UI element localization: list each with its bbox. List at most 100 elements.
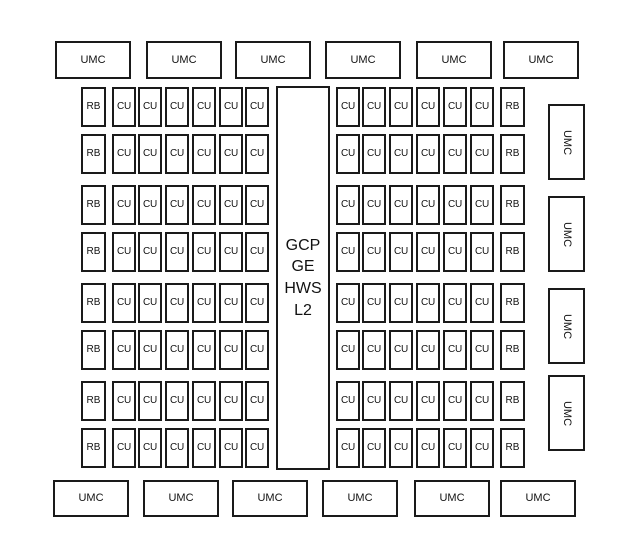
cu-right-r1-c5: CU <box>443 87 467 127</box>
umc-top-3: UMC <box>235 41 311 79</box>
cu-left-r7-c4: CU <box>192 381 216 421</box>
rb-right-row-3: RB <box>500 185 525 225</box>
rb-right-row-6: RB <box>500 330 525 370</box>
cu-right-r4-c4: CU <box>416 232 440 272</box>
umc-bottom-6: UMC <box>500 480 576 517</box>
cu-right-r8-c4: CU <box>416 428 440 468</box>
cu-left-r3-c6: CU <box>245 185 269 225</box>
cu-left-r2-c4: CU <box>192 134 216 174</box>
rb-left-row-2: RB <box>81 134 106 174</box>
cu-right-r3-c4: CU <box>416 185 440 225</box>
cu-right-r6-c3: CU <box>389 330 413 370</box>
cu-right-r1-c4: CU <box>416 87 440 127</box>
rb-left-row-7: RB <box>81 381 106 421</box>
cu-right-r2-c2: CU <box>362 134 386 174</box>
rb-right-row-8: RB <box>500 428 525 468</box>
cu-right-r4-c3: CU <box>389 232 413 272</box>
umc-right-3-label: UMC <box>561 313 573 339</box>
cu-right-r5-c3: CU <box>389 283 413 323</box>
cu-left-r8-c2: CU <box>138 428 162 468</box>
cu-left-r3-c4: CU <box>192 185 216 225</box>
umc-bottom-4: UMC <box>322 480 398 517</box>
cu-right-r5-c2: CU <box>362 283 386 323</box>
umc-top-4: UMC <box>325 41 401 79</box>
cu-right-r7-c1: CU <box>336 381 360 421</box>
cu-left-r2-c2: CU <box>138 134 162 174</box>
cu-left-r6-c4: CU <box>192 330 216 370</box>
cu-right-r1-c1: CU <box>336 87 360 127</box>
cu-left-r1-c1: CU <box>112 87 136 127</box>
rb-left-row-3: RB <box>81 185 106 225</box>
center-label-gcp: GCP <box>285 236 321 254</box>
cu-right-r2-c4: CU <box>416 134 440 174</box>
cu-left-r3-c5: CU <box>219 185 243 225</box>
cu-left-r2-c5: CU <box>219 134 243 174</box>
umc-right-1-label: UMC <box>561 129 573 155</box>
rb-left-row-5: RB <box>81 283 106 323</box>
cu-right-r8-c3: CU <box>389 428 413 468</box>
cu-left-r1-c6: CU <box>245 87 269 127</box>
cu-left-r7-c6: CU <box>245 381 269 421</box>
cu-left-r7-c5: CU <box>219 381 243 421</box>
cu-left-r2-c6: CU <box>245 134 269 174</box>
umc-right-2: UMC <box>548 196 585 272</box>
cu-left-r8-c4: CU <box>192 428 216 468</box>
umc-right-4-label: UMC <box>561 400 573 426</box>
cu-left-r3-c2: CU <box>138 185 162 225</box>
cu-right-r6-c4: CU <box>416 330 440 370</box>
cu-right-r3-c2: CU <box>362 185 386 225</box>
cu-right-r8-c6: CU <box>470 428 494 468</box>
cu-right-r5-c5: CU <box>443 283 467 323</box>
cu-right-r3-c3: CU <box>389 185 413 225</box>
cu-left-r6-c6: CU <box>245 330 269 370</box>
cu-left-r6-c3: CU <box>165 330 189 370</box>
cu-left-r5-c1: CU <box>112 283 136 323</box>
cu-right-r6-c6: CU <box>470 330 494 370</box>
cu-right-r8-c5: CU <box>443 428 467 468</box>
cu-left-r5-c6: CU <box>245 283 269 323</box>
cu-left-r5-c5: CU <box>219 283 243 323</box>
cu-left-r2-c3: CU <box>165 134 189 174</box>
cu-right-r7-c4: CU <box>416 381 440 421</box>
cu-right-r7-c2: CU <box>362 381 386 421</box>
umc-right-2-label: UMC <box>561 221 573 247</box>
umc-top-6: UMC <box>503 41 579 79</box>
cu-left-r3-c3: CU <box>165 185 189 225</box>
rb-right-row-1: RB <box>500 87 525 127</box>
cu-right-r3-c1: CU <box>336 185 360 225</box>
center-block: GCP GE HWS L2 <box>276 86 330 470</box>
cu-right-r4-c5: CU <box>443 232 467 272</box>
cu-right-r7-c5: CU <box>443 381 467 421</box>
umc-bottom-1: UMC <box>53 480 129 517</box>
cu-right-r1-c6: CU <box>470 87 494 127</box>
cu-left-r2-c1: CU <box>112 134 136 174</box>
umc-right-1: UMC <box>548 104 585 180</box>
cu-left-r4-c4: CU <box>192 232 216 272</box>
center-label-l2: L2 <box>294 301 312 319</box>
cu-left-r4-c1: CU <box>112 232 136 272</box>
umc-bottom-3: UMC <box>232 480 308 517</box>
cu-right-r5-c6: CU <box>470 283 494 323</box>
cu-right-r3-c6: CU <box>470 185 494 225</box>
cu-right-r2-c1: CU <box>336 134 360 174</box>
rb-left-row-4: RB <box>81 232 106 272</box>
center-label-hws: HWS <box>284 280 322 297</box>
cu-right-r5-c1: CU <box>336 283 360 323</box>
cu-right-r3-c5: CU <box>443 185 467 225</box>
rb-right-row-7: RB <box>500 381 525 421</box>
rb-left-row-1: RB <box>81 87 106 127</box>
cu-right-r8-c2: CU <box>362 428 386 468</box>
cu-left-r4-c5: CU <box>219 232 243 272</box>
rb-right-row-4: RB <box>500 232 525 272</box>
cu-left-r1-c4: CU <box>192 87 216 127</box>
umc-top-2: UMC <box>146 41 222 79</box>
cu-left-r4-c6: CU <box>245 232 269 272</box>
cu-right-r6-c2: CU <box>362 330 386 370</box>
cu-left-r4-c3: CU <box>165 232 189 272</box>
cu-right-r2-c3: CU <box>389 134 413 174</box>
cu-right-r4-c2: CU <box>362 232 386 272</box>
cu-right-r7-c3: CU <box>389 381 413 421</box>
cu-left-r8-c6: CU <box>245 428 269 468</box>
cu-left-r6-c1: CU <box>112 330 136 370</box>
cu-left-r8-c5: CU <box>219 428 243 468</box>
